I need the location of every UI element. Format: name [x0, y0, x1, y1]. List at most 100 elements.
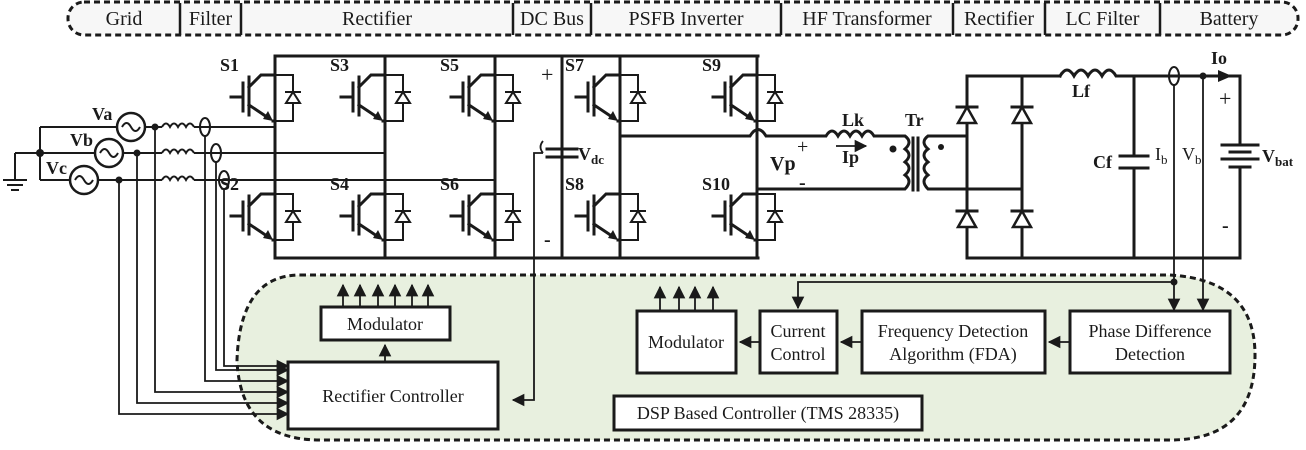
diode-icon	[394, 209, 412, 223]
fda-label-1: Frequency Detection	[878, 321, 1028, 341]
stage-label: Rectifier	[964, 8, 1034, 30]
fda-label-2: Algorithm (FDA)	[889, 344, 1017, 365]
diode-icon	[629, 209, 647, 223]
rectifier-diode	[1010, 104, 1034, 125]
inverter-modulator-label: Modulator	[648, 332, 724, 352]
igbt-switch: S8	[565, 174, 647, 242]
lf-label: Lf	[1072, 81, 1091, 101]
rectifier-diode	[955, 208, 979, 229]
igbt-switch: S2	[220, 174, 302, 242]
lf-inductor-icon	[1057, 68, 1242, 79]
diode-icon	[955, 208, 979, 229]
igbt-switch: S5	[440, 55, 522, 123]
source-va: Va	[92, 104, 147, 143]
cf-label: Cf	[1093, 152, 1113, 172]
dc-bus: + - Vdc	[511, 54, 604, 407]
rectifier-diode	[1010, 208, 1034, 229]
phase-detection-label-1: Phase Difference	[1088, 321, 1211, 341]
source-va-label: Va	[92, 104, 112, 124]
stage-label: Grid	[106, 8, 143, 30]
phase-detection-label-2: Detection	[1115, 344, 1185, 364]
dc-bus-voltage-label: Vdc	[578, 144, 604, 167]
rectifier-controller-label: Rectifier Controller	[322, 386, 463, 406]
current-control-block	[758, 309, 839, 375]
diode-icon	[955, 104, 979, 125]
current-control-label-2: Control	[770, 344, 825, 364]
ground-icon	[3, 153, 27, 191]
rectifier-sense-lines	[118, 127, 290, 421]
diode-icon	[284, 209, 302, 223]
stage-label: LC Filter	[1066, 8, 1140, 30]
vb-label: Vb	[1182, 144, 1202, 167]
stage-label: DC Bus	[520, 8, 584, 30]
lc-filter-battery: Lf Cf Ib Vb Io + - Vbat	[1057, 48, 1294, 312]
ac-source-icon	[74, 175, 94, 185]
ac-source-icon	[99, 148, 119, 158]
diode-icon	[1010, 104, 1034, 125]
rectifier-modulator-label: Modulator	[347, 314, 423, 334]
igbt-switch: S7	[565, 55, 647, 123]
diode-icon	[766, 209, 784, 223]
igbt-switch: S10	[702, 174, 784, 242]
vp-minus: -	[799, 172, 806, 194]
diode-icon	[394, 90, 412, 104]
igbt-switch: S4	[330, 174, 412, 242]
stage-label: Rectifier	[342, 8, 412, 30]
vp-plus: +	[797, 136, 808, 158]
battery-icon	[1220, 143, 1260, 169]
inverter-gate-arrows	[653, 285, 720, 311]
igbt-switch: S1	[220, 55, 302, 123]
source-vb: Vb	[70, 130, 125, 169]
vp-label: Vp	[770, 153, 796, 175]
transformer-core-icon	[911, 136, 920, 192]
stage-label: Battery	[1200, 8, 1259, 30]
igbt-switch: S9	[702, 55, 784, 123]
switch-label: S10	[702, 174, 730, 194]
battery-plus: +	[1219, 86, 1231, 111]
igbt-switch: S6	[440, 174, 522, 242]
switch-label: S2	[220, 174, 239, 194]
lk-label: Lk	[842, 110, 864, 130]
dc-bus-plus: +	[541, 62, 553, 87]
dsp-title-label: DSP Based Controller (TMS 28335)	[637, 403, 899, 424]
diode-icon	[504, 90, 522, 104]
source-vc-label: Vc	[46, 158, 67, 178]
ip-label: Ip	[842, 147, 859, 167]
switch-label: S4	[330, 174, 349, 194]
diode-icon	[766, 90, 784, 104]
stage-banner-frame	[66, 0, 1300, 37]
ib-label: Ib	[1155, 144, 1168, 167]
source-vb-label: Vb	[70, 130, 93, 150]
switch-label: S7	[565, 55, 584, 75]
diode-icon	[504, 209, 522, 223]
phase-detection-block	[1068, 309, 1232, 375]
inverter-modulator-block	[635, 309, 738, 375]
battery-minus: -	[1222, 215, 1229, 237]
source-vc: Vc	[46, 158, 100, 196]
io-label: Io	[1211, 48, 1227, 68]
stage-label: PSFB Inverter	[629, 8, 744, 30]
io-arrow	[1218, 70, 1232, 82]
dc-link-capacitor-icon	[545, 147, 579, 159]
rectifier-diode	[955, 104, 979, 125]
switch-label: S8	[565, 174, 584, 194]
dsp-title-block	[612, 394, 924, 432]
dc-bus-minus: -	[544, 229, 551, 251]
switch-label: S1	[220, 55, 239, 75]
diode-icon	[1010, 208, 1034, 229]
stage-label: HF Transformer	[802, 8, 932, 30]
switch-label: S5	[440, 55, 459, 75]
diode-icon	[284, 90, 302, 104]
ac-source-icon	[121, 122, 141, 132]
rectifier-gate-arrows	[336, 283, 435, 361]
controller-blocks: Modulator Rectifier Controller Modulator…	[286, 278, 1232, 432]
rectifier-controller-block	[286, 360, 500, 431]
switch-label: S3	[330, 55, 349, 75]
grid-filter-inductors	[161, 122, 195, 183]
diode-icon	[629, 90, 647, 104]
tr-label: Tr	[905, 110, 924, 130]
